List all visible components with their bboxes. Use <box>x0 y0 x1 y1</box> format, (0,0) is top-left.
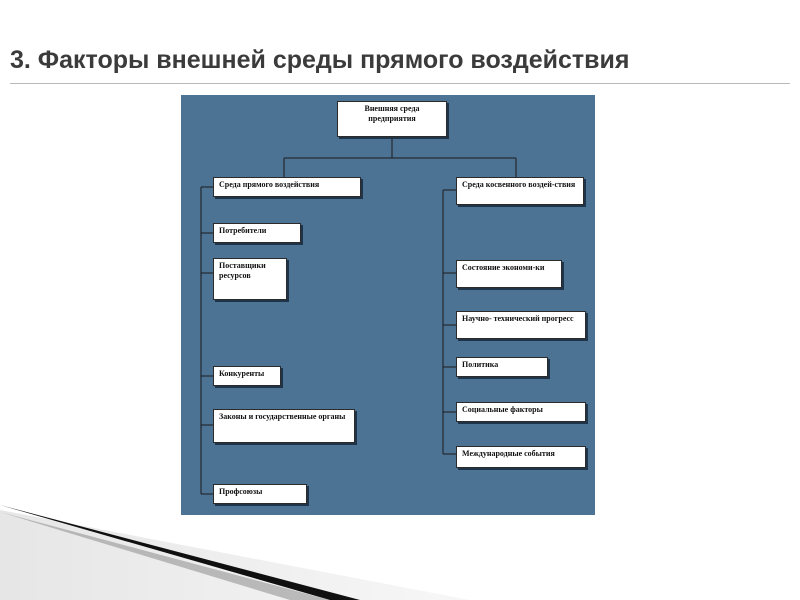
node-indirect-item: Политика <box>456 357 548 377</box>
node-direct-item: Профсоюзы <box>213 484 307 504</box>
org-structure-diagram: Внешняя среда предприятия Среда прямого … <box>181 95 595 515</box>
node-direct-item: Поставщики ресурсов <box>213 258 287 300</box>
node-direct-environment: Среда прямого воздействия <box>213 177 361 197</box>
slide-title: 3. Факторы внешней среды прямого воздейс… <box>10 46 630 74</box>
node-direct-item: Потребители <box>213 223 301 243</box>
node-direct-item: Конкуренты <box>213 366 281 386</box>
swoosh-dark-streak <box>0 505 360 600</box>
title-divider <box>10 83 790 84</box>
node-direct-item: Законы и государственные органы <box>213 409 355 443</box>
node-indirect-item: Научно- технический прогресс <box>456 311 586 339</box>
node-indirect-item: Социальные факторы <box>456 402 586 422</box>
node-indirect-item: Состояние экономи-ки <box>456 260 562 288</box>
diagram-connectors <box>200 137 517 495</box>
swoosh-shadow <box>0 512 330 600</box>
swoosh-light-wedge <box>0 510 470 600</box>
node-root: Внешняя среда предприятия <box>337 101 447 137</box>
node-indirect-environment: Среда косвенного воздей-ствия <box>456 177 584 205</box>
node-indirect-item: Международные события <box>456 446 586 468</box>
